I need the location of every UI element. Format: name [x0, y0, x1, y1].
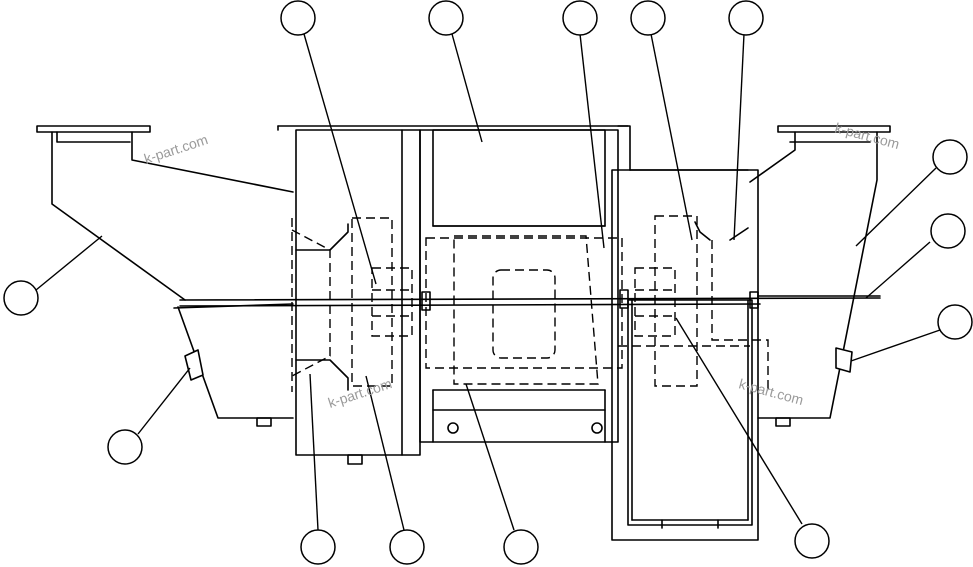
callout-1: [280, 0, 316, 36]
leader-lines: [35, 33, 941, 531]
callout-11: [300, 529, 336, 565]
hidden-parts: [291, 215, 769, 392]
left-duct: [36, 125, 294, 427]
callout-12: [389, 529, 425, 565]
callout-6: [932, 139, 968, 175]
callout-4: [630, 0, 666, 36]
shaft: [179, 289, 881, 311]
watermark: k-part.com: [326, 375, 394, 411]
callouts: [3, 0, 973, 565]
callout-5: [728, 0, 764, 36]
callout-14: [794, 523, 830, 559]
watermark: k-part.com: [833, 119, 901, 152]
callout-10: [107, 429, 143, 465]
callout-7: [930, 213, 966, 249]
watermarks: k-part.com k-part.com k-part.com k-part.…: [142, 119, 901, 410]
right-duct: [749, 125, 891, 419]
callout-9: [3, 280, 39, 316]
watermark: k-part.com: [142, 131, 210, 167]
center-frame: [419, 125, 631, 443]
right-housing: [611, 169, 791, 541]
callout-8: [937, 304, 973, 340]
callout-3: [562, 0, 598, 36]
callout-13: [503, 529, 539, 565]
callout-2: [428, 0, 464, 36]
